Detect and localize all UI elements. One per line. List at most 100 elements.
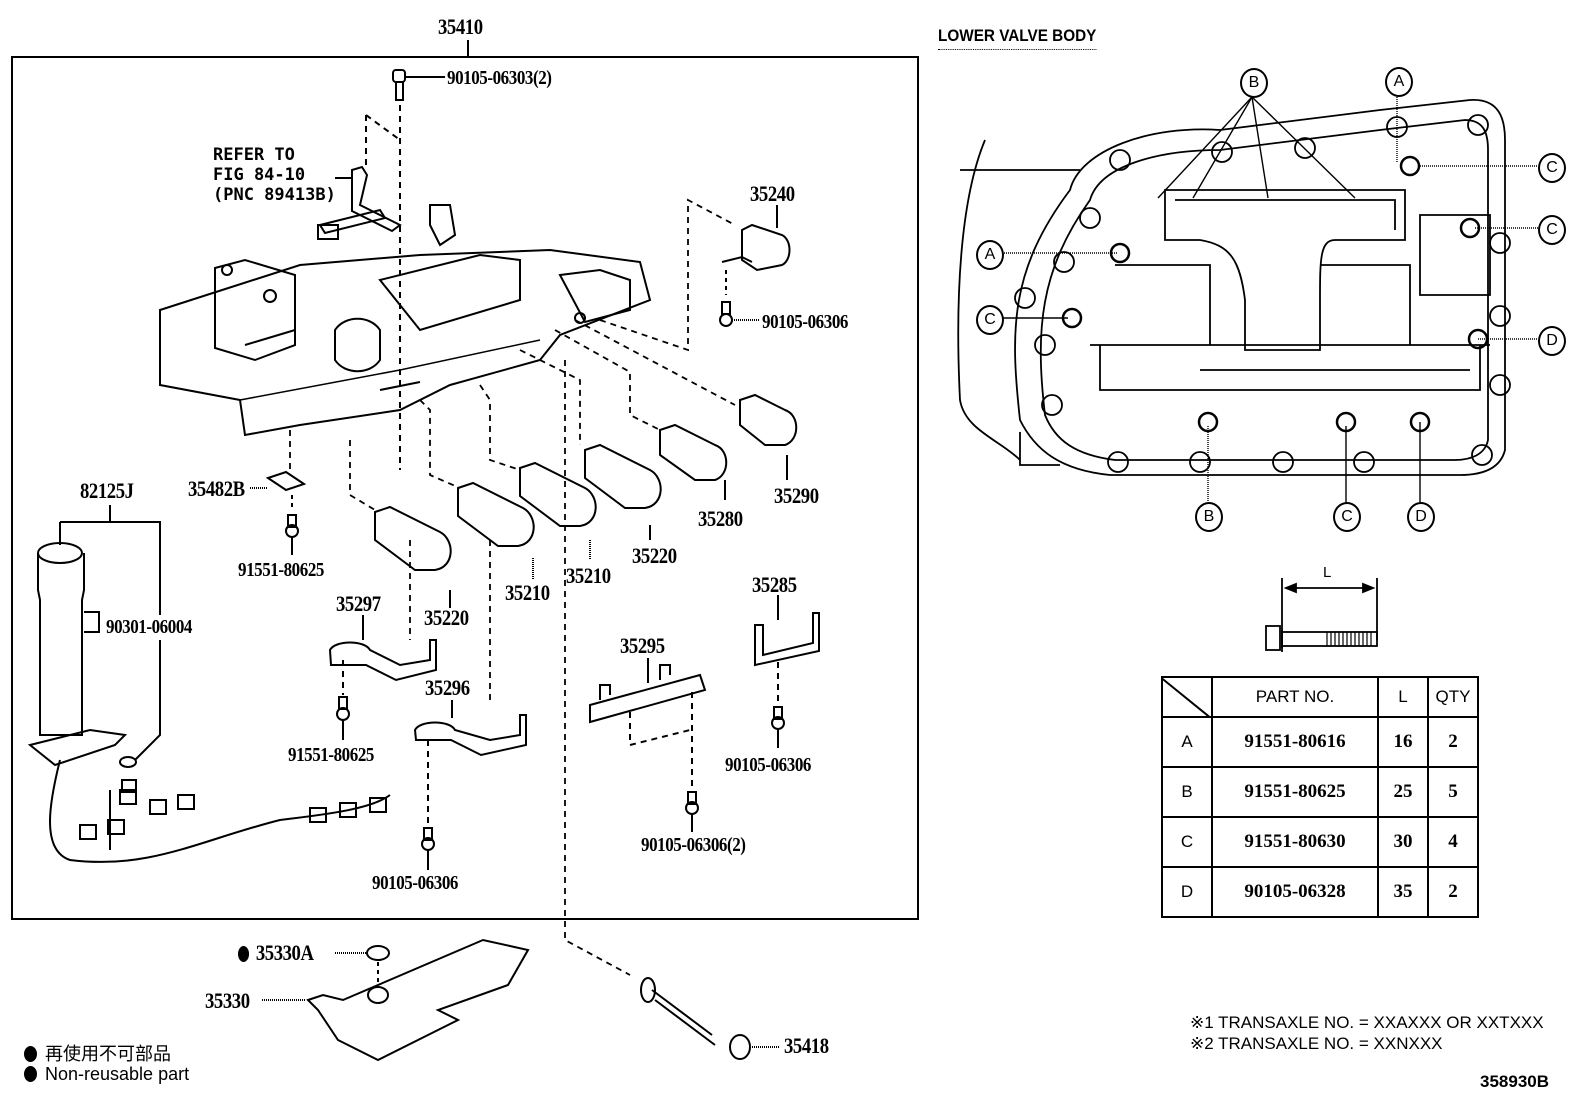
bolt-holes — [1014, 114, 1511, 473]
part-label-35240[interactable]: 35240 — [750, 181, 795, 206]
column-header-qty: QTY — [1427, 676, 1479, 718]
table-row: C 91551-80630 30 4 — [1161, 816, 1479, 868]
part-label-35285[interactable]: 35285 — [752, 572, 797, 597]
part-label-35290[interactable]: 35290 — [774, 483, 819, 508]
part-label-82125J[interactable]: 82125J — [80, 478, 134, 503]
callout-a-left[interactable]: A — [976, 240, 1004, 270]
bracket-35295-drawing — [589, 658, 707, 832]
part-label-35210-right[interactable]: 35210 — [566, 563, 611, 588]
non-reusable-marker-icon — [238, 946, 250, 962]
solenoid-35220b-drawing — [374, 505, 452, 608]
bracket-35297-drawing — [328, 615, 437, 740]
part-label-35330A[interactable]: 35330A — [238, 942, 314, 964]
row-key: B — [1161, 766, 1213, 818]
table-row: D 90105-06328 35 2 — [1161, 866, 1479, 918]
row-qty: 2 — [1427, 716, 1479, 768]
manual-valve-35418-drawing — [640, 977, 780, 1060]
lock-plate-35482B-drawing — [250, 470, 307, 555]
callout-bolt-markers — [1061, 155, 1489, 433]
part-label-35297[interactable]: 35297 — [336, 591, 381, 616]
row-qty: 4 — [1427, 816, 1479, 868]
table-header-row: PART NO. L QTY — [1161, 676, 1479, 718]
row-part-no[interactable]: 90105-06328 — [1211, 866, 1379, 918]
assembly-dashed-lines — [289, 198, 736, 976]
bracket-35296-drawing — [413, 700, 527, 870]
callout-d-bottom[interactable]: D — [1407, 502, 1435, 532]
refer-note: REFER TO FIG 84-10 (PNC 89413B) — [213, 145, 336, 205]
row-key: A — [1161, 716, 1213, 768]
note-1: ※1 TRANSAXLE NO. = XXAXXX OR XXTXXX — [1190, 1013, 1544, 1032]
table-corner-cell — [1161, 676, 1213, 718]
wire-harness-82125J-drawing — [27, 505, 391, 863]
legend-japanese-text: 再使用不可部品 — [45, 1044, 171, 1064]
part-label-35330A-text: 35330A — [255, 940, 314, 965]
part-label-90105-06306-x2[interactable]: 90105-06306(2) — [641, 834, 746, 856]
callout-c-right-2[interactable]: C — [1538, 215, 1566, 245]
part-label-35330[interactable]: 35330 — [205, 988, 250, 1013]
legend-english-text: Non-reusable part — [45, 1064, 190, 1084]
table-row: A 91551-80616 16 2 — [1161, 716, 1479, 768]
part-label-91551-80625-lower[interactable]: 91551-80625 — [288, 744, 374, 766]
part-label-90105-06306-upper[interactable]: 90105-06306 — [762, 311, 848, 333]
bolt-icon — [392, 69, 406, 101]
row-key: C — [1161, 816, 1213, 868]
solenoid-35220a-drawing — [584, 443, 662, 540]
refer-line-1: REFER TO — [213, 145, 295, 165]
solenoid-35210a-drawing — [519, 461, 597, 560]
part-label-35296[interactable]: 35296 — [425, 675, 470, 700]
legend-japanese: 再使用不可部品 — [24, 1040, 171, 1066]
solenoid-35240-drawing — [719, 205, 791, 327]
refer-line-3: (PNC 89413B) — [213, 185, 336, 205]
bolt-length-label: L — [1323, 564, 1332, 581]
callout-c-bottom[interactable]: C — [1333, 502, 1361, 532]
row-part-no[interactable]: 91551-80616 — [1211, 716, 1379, 768]
sensor-bracket-drawing — [317, 114, 457, 247]
callout-b-top[interactable]: B — [1240, 68, 1268, 98]
part-label-90105-06303[interactable]: 90105-06303(2) — [447, 67, 552, 89]
part-label-35220-right[interactable]: 35220 — [632, 543, 677, 568]
part-label-90301-06004[interactable]: 90301-06004 — [106, 616, 192, 638]
part-label-35210-left[interactable]: 35210 — [505, 580, 550, 605]
column-header-part-no: PART NO. — [1211, 676, 1379, 718]
column-header-length: L — [1377, 676, 1429, 718]
assembly-frame — [11, 56, 919, 920]
part-label-35295[interactable]: 35295 — [620, 633, 665, 658]
lower-valve-body-title: LOWER VALVE BODY — [938, 26, 1097, 50]
row-qty: 5 — [1427, 766, 1479, 818]
part-label-35220-left[interactable]: 35220 — [424, 605, 469, 630]
part-label-35280[interactable]: 35280 — [698, 506, 743, 531]
row-qty: 2 — [1427, 866, 1479, 918]
part-label-90105-06306-right[interactable]: 90105-06306 — [725, 754, 811, 776]
part-label-35482B[interactable]: 35482B — [188, 476, 245, 501]
callout-c-left[interactable]: C — [976, 305, 1004, 335]
part-label-35410[interactable]: 35410 — [438, 14, 483, 39]
note-2: ※2 TRANSAXLE NO. = XXNXXX — [1190, 1034, 1443, 1053]
callout-c-right-1[interactable]: C — [1538, 153, 1566, 183]
row-part-no[interactable]: 91551-80630 — [1211, 816, 1379, 868]
row-length: 25 — [1377, 766, 1429, 818]
oil-strainer-35330-drawing — [262, 938, 530, 1062]
legend-english: Non-reusable part — [24, 1064, 189, 1085]
table-row: B 91551-80625 25 5 — [1161, 766, 1479, 818]
row-part-no[interactable]: 91551-80625 — [1211, 766, 1379, 818]
filled-circle-icon — [24, 1046, 37, 1062]
solenoid-35210b-drawing — [457, 481, 535, 580]
row-key: D — [1161, 866, 1213, 918]
callout-leaders — [1002, 93, 1538, 502]
callout-a-top[interactable]: A — [1385, 67, 1413, 97]
callout-d-right[interactable]: D — [1538, 326, 1566, 356]
part-label-90105-06306-lower[interactable]: 90105-06306 — [372, 872, 458, 894]
lower-valve-body-drawing — [957, 99, 1506, 476]
solenoid-35290-drawing — [739, 393, 798, 480]
figure-number: 358930B — [1480, 1072, 1550, 1091]
filled-circle-icon — [24, 1066, 37, 1082]
solenoid-35280-drawing — [659, 423, 728, 500]
bolt-length-diagram — [1265, 578, 1378, 652]
part-label-35418[interactable]: 35418 — [784, 1033, 829, 1058]
callout-b-bottom[interactable]: B — [1195, 502, 1223, 532]
part-label-91551-80625-upper[interactable]: 91551-80625 — [238, 559, 324, 581]
row-length: 30 — [1377, 816, 1429, 868]
row-length: 35 — [1377, 866, 1429, 918]
refer-line-2: FIG 84-10 — [213, 165, 306, 185]
